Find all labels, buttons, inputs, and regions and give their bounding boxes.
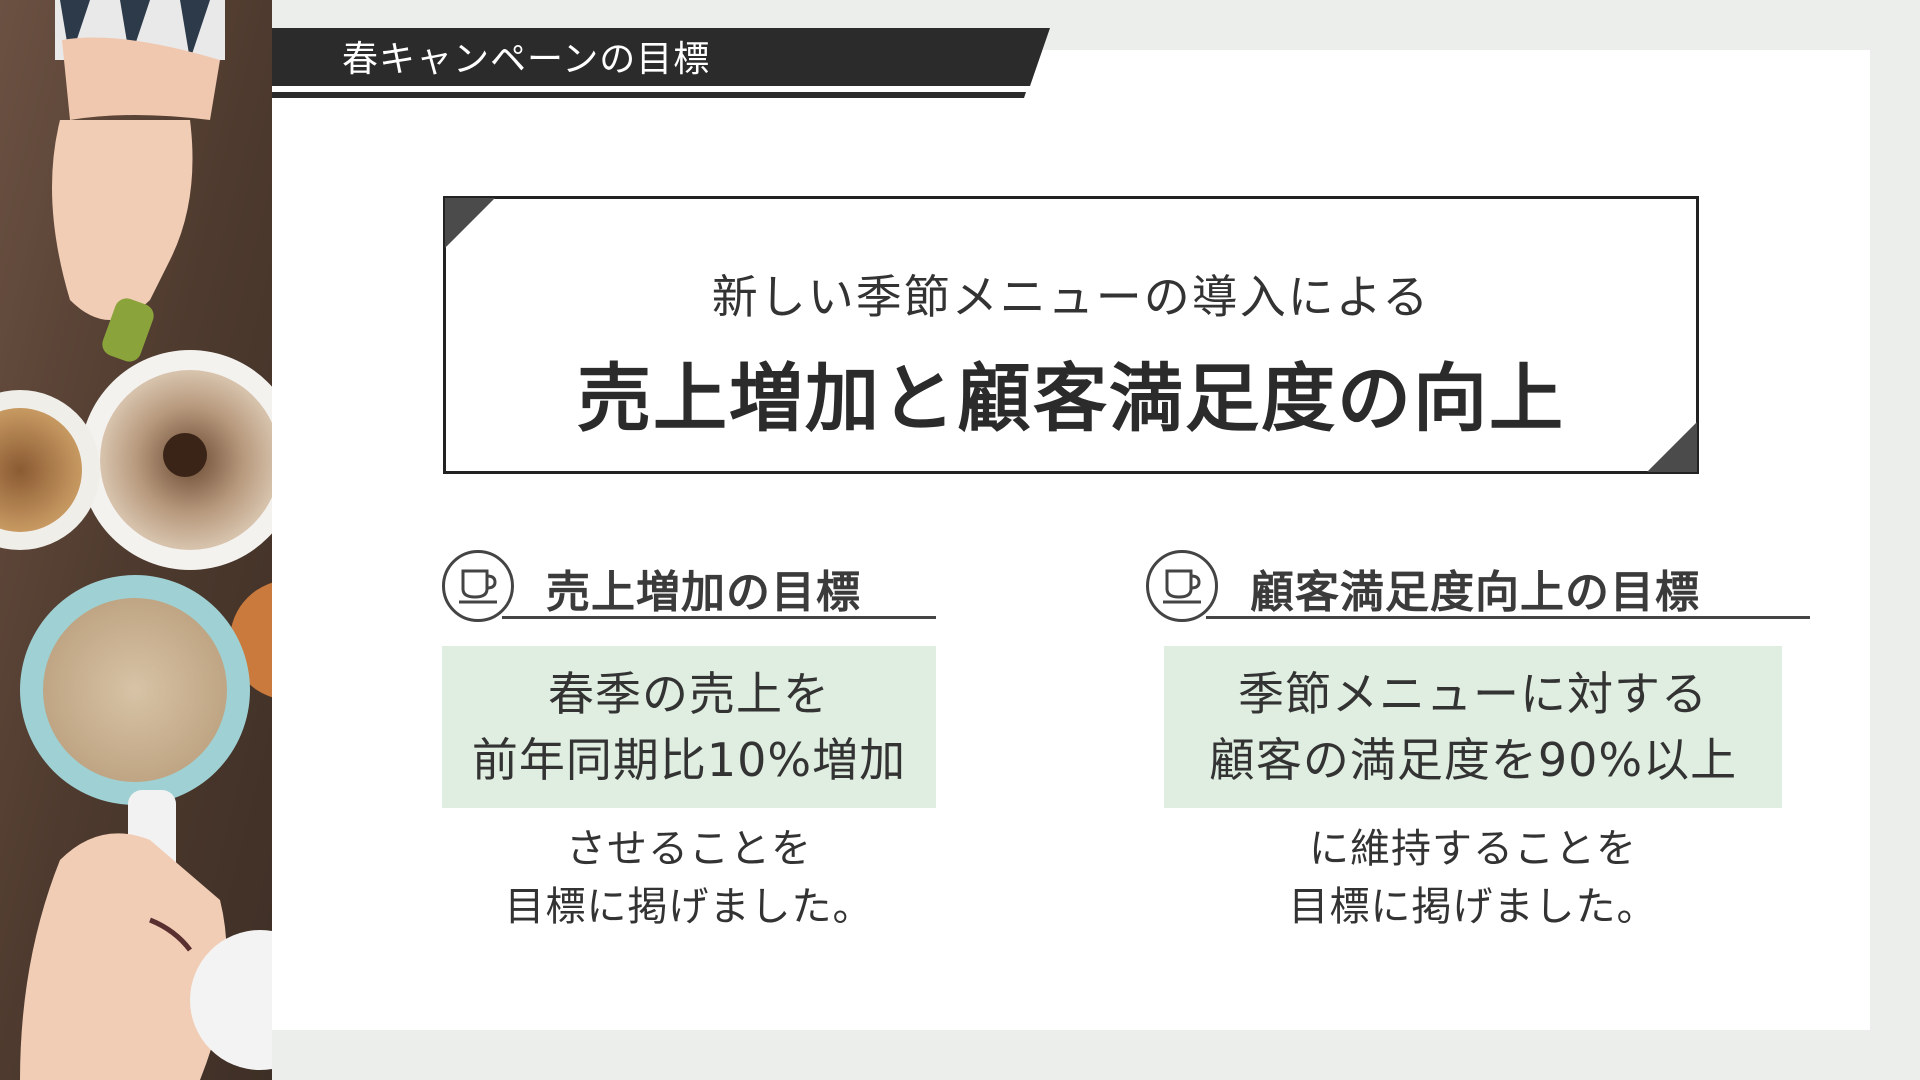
coffee-cup-icon <box>442 550 514 622</box>
goal-highlight: 季節メニューに対する 顧客の満足度を90%以上 <box>1164 646 1782 808</box>
headline-subtitle: 新しい季節メニューの導入による <box>711 270 1431 324</box>
headline-box: 新しい季節メニューの導入による 売上増加と顧客満足度の向上 <box>443 196 1699 474</box>
goal-title: 顧客満足度向上の目標 <box>1250 567 1700 618</box>
goal-caption: に維持することを 目標に掲げました。 <box>1164 820 1782 936</box>
title-banner: 春キャンペーンの目標 <box>272 28 1052 98</box>
highlight-line: 前年同期比10%増加 <box>471 733 907 787</box>
slide-title: 春キャンペーンの目標 <box>342 39 711 80</box>
coffee-cup-icon <box>1146 550 1218 622</box>
caption-line: させることを <box>566 826 812 872</box>
goal-caption: させることを 目標に掲げました。 <box>442 820 936 936</box>
goal-underline <box>502 616 936 619</box>
caption-line: に維持することを <box>1309 826 1637 872</box>
goal-satisfaction: 顧客満足度向上の目標 季節メニューに対する 顧客の満足度を90%以上 に維持する… <box>1146 550 1810 930</box>
coffee-photo <box>0 0 272 1080</box>
goal-title: 売上増加の目標 <box>546 567 861 618</box>
highlight-line: 春季の売上を <box>548 667 830 721</box>
goal-underline <box>1206 616 1810 619</box>
goal-highlight: 春季の売上を 前年同期比10%増加 <box>442 646 936 808</box>
caption-line: 目標に掲げました。 <box>504 884 874 930</box>
highlight-line: 季節メニューに対する <box>1238 667 1708 721</box>
corner-decoration <box>1647 422 1697 472</box>
goal-header: 顧客満足度向上の目標 <box>1146 550 1810 622</box>
goal-header: 売上増加の目標 <box>442 550 962 622</box>
corner-decoration <box>445 198 495 248</box>
highlight-line: 顧客の満足度を90%以上 <box>1208 733 1738 787</box>
goal-sales: 売上増加の目標 春季の売上を 前年同期比10%増加 させることを 目標に掲げまし… <box>442 550 962 930</box>
caption-line: 目標に掲げました。 <box>1288 884 1658 930</box>
headline-main: 売上増加と顧客満足度の向上 <box>577 356 1565 442</box>
